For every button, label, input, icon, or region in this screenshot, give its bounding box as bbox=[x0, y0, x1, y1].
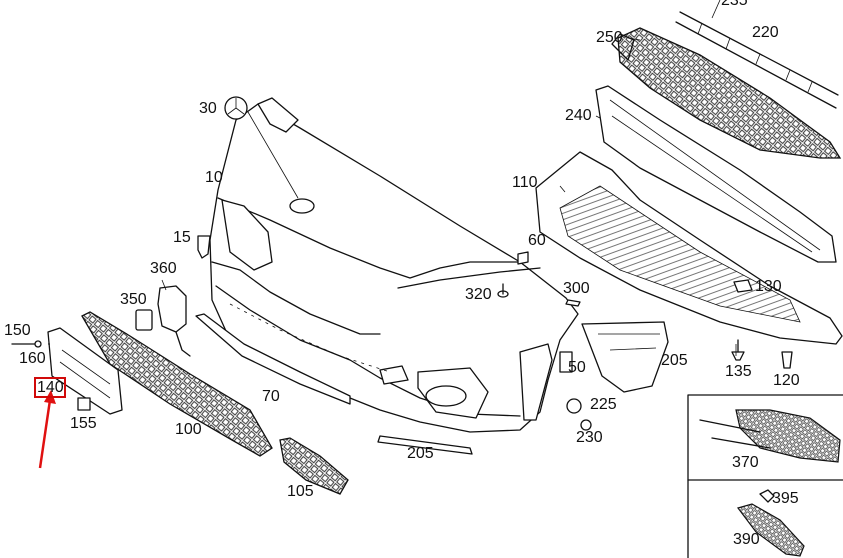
callout-130: 130 bbox=[755, 278, 782, 295]
callout-120: 120 bbox=[773, 372, 800, 389]
detail-box-390 bbox=[736, 489, 805, 557]
callout-140: 140 bbox=[37, 379, 64, 396]
callout-60: 60 bbox=[528, 232, 546, 249]
small-grille-105 bbox=[279, 437, 349, 495]
callout-395: 395 bbox=[772, 490, 799, 507]
callout-370: 370 bbox=[732, 454, 759, 471]
callout-100: 100 bbox=[175, 421, 202, 438]
spoiler-70 bbox=[195, 313, 351, 405]
bolt-320 bbox=[497, 283, 509, 298]
callout-230: 230 bbox=[576, 429, 603, 446]
screw-145 bbox=[11, 340, 42, 348]
emblem-30 bbox=[224, 96, 248, 120]
highlight-arrow bbox=[38, 390, 56, 469]
clip-120 bbox=[781, 351, 793, 369]
callout-145: 150 bbox=[4, 322, 31, 339]
callout-250: 250 bbox=[596, 29, 623, 46]
clip-135 bbox=[731, 339, 745, 361]
screw-60 bbox=[517, 251, 529, 265]
clip-15 bbox=[197, 235, 211, 259]
callout-205: 205 bbox=[407, 445, 434, 462]
callout-350: 350 bbox=[120, 291, 147, 308]
callout-235: 235 bbox=[721, 0, 748, 9]
trim-strip-220 bbox=[675, 0, 839, 109]
callout-160: 205 bbox=[661, 352, 688, 369]
clip-150 bbox=[77, 397, 91, 411]
plate-base-140 bbox=[47, 327, 123, 415]
callout-10: 10 bbox=[205, 169, 223, 186]
callout-225: 225 bbox=[590, 396, 617, 413]
side-trim-160 bbox=[581, 321, 669, 393]
leader-lines bbox=[48, 37, 737, 356]
callout-360: 360 bbox=[150, 260, 177, 277]
lower-grille-100 bbox=[81, 311, 273, 457]
strip-205 bbox=[377, 435, 473, 455]
callout-320: 320 bbox=[465, 286, 492, 303]
sensor-50 bbox=[559, 351, 573, 373]
callout-150: 155 bbox=[70, 415, 97, 432]
callout-240: 240 bbox=[565, 107, 592, 124]
sensor-350 bbox=[135, 309, 153, 331]
callout-220: 220 bbox=[752, 24, 779, 41]
callout-105: 105 bbox=[287, 483, 314, 500]
clip-130 bbox=[733, 279, 753, 293]
washer-225 bbox=[566, 398, 582, 414]
callout-70: 70 bbox=[262, 388, 280, 405]
callout-135: 135 bbox=[725, 363, 752, 380]
callout-155: 160 bbox=[19, 350, 46, 367]
callout-110: 110 bbox=[512, 174, 538, 191]
callout-15: 15 bbox=[173, 229, 191, 246]
upper-grille-250 bbox=[611, 27, 842, 159]
callout-390: 390 bbox=[733, 531, 760, 548]
bracket-top bbox=[257, 97, 299, 133]
callout-300: 300 bbox=[563, 280, 590, 297]
clip-300 bbox=[565, 299, 581, 307]
callout-50: 50 bbox=[568, 359, 586, 376]
callout-30: 30 bbox=[199, 100, 217, 117]
bracket-360 bbox=[157, 285, 191, 357]
bumper-cover-10 bbox=[209, 103, 579, 433]
support-240 bbox=[595, 85, 837, 263]
detail-box-370 bbox=[687, 394, 843, 558]
washer-230 bbox=[580, 419, 592, 431]
highlight-box-140 bbox=[34, 377, 66, 398]
